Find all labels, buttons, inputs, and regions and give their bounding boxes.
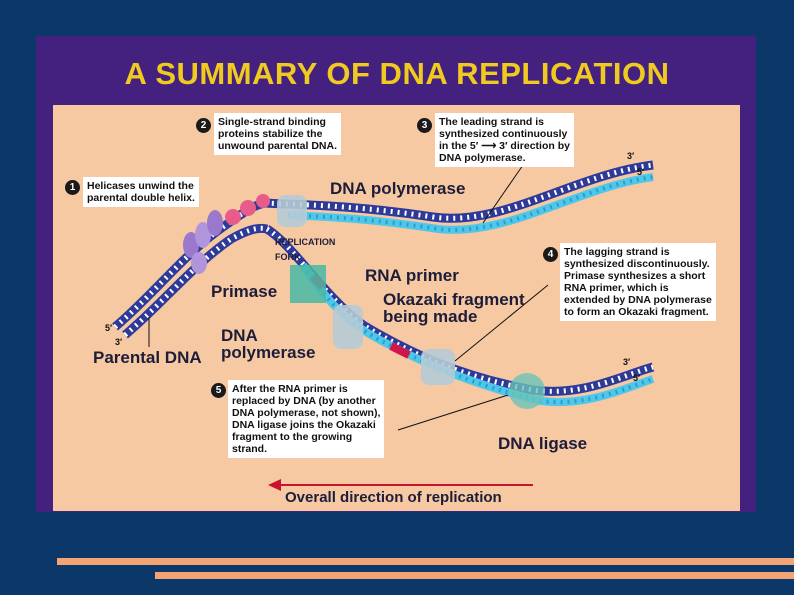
end-top-3: 3′ [627,151,635,161]
decor-stripe-1 [57,558,794,565]
leading-template-ticks [264,162,654,221]
label-parental-dna: Parental DNA [93,348,202,367]
step-1-note: Helicases unwind the parental double hel… [83,177,199,207]
label-dna-ligase: DNA ligase [498,434,588,453]
decor-stripe-2 [155,572,794,579]
end-right-5: 5′ [633,373,641,383]
okazaki-polymerase-shape [421,349,455,385]
primase-shape [290,265,326,303]
step-2-note: Single-strand binding proteins stabilize… [214,113,341,155]
rna-primer-2 [389,342,411,359]
step-5-badge: 5 [211,383,226,398]
dna-polymerase-lower-shape [333,305,363,349]
end-left-3: 3′ [115,337,123,347]
parental-dna-strand-b-ticks [123,225,268,337]
leading-new-strand-ticks [287,175,654,232]
helicase-1 [183,232,199,258]
label-dna-polymerase-top: DNA polymerase [330,179,466,198]
end-right-3: 3′ [623,357,631,367]
step-1-badge: 1 [65,180,80,195]
step-3-note: The leading strand is synthesized contin… [435,113,574,167]
step-4-badge: 4 [543,247,558,262]
label-dna-polymerase-lower: DNA polymerase [221,326,316,362]
direction-arrow-head [268,479,281,491]
step-3-badge: 3 [417,118,432,133]
dna-polymerase-top-shape [277,195,307,227]
helicase-2 [195,222,211,248]
label-okazaki-fragment: Okazaki fragment being made [383,290,525,326]
pointer-step5 [397,394,509,431]
label-rna-primer: RNA primer [365,266,459,285]
label-overall-direction: Overall direction of replication [285,489,502,506]
helicase-4 [191,252,207,274]
step-2-badge: 2 [196,118,211,133]
parental-dna-strand-a-ticks [113,200,266,329]
helicase-3 [207,210,223,236]
step-4-note: The lagging strand is synthesized discon… [560,243,716,321]
diagram-area: 1 Helicases unwind the parental double h… [53,105,740,511]
label-primase: Primase [211,282,278,301]
step-5-note: After the RNA primer is replaced by DNA … [228,380,385,458]
label-replication-fork: Replication fork [275,237,336,262]
pointer-step3 [482,164,524,224]
ssb-protein-1 [225,209,241,225]
slide-title: A SUMMARY OF DNA REPLICATION [124,56,670,91]
dna-ligase-shape [509,373,545,409]
replication-diagram [112,160,655,491]
end-top-5: 5′ [637,167,645,177]
ssb-protein-3 [256,194,270,208]
end-left-5: 5′ [105,323,113,333]
ssb-protein-2 [240,200,256,216]
pointer-step4 [454,284,549,362]
